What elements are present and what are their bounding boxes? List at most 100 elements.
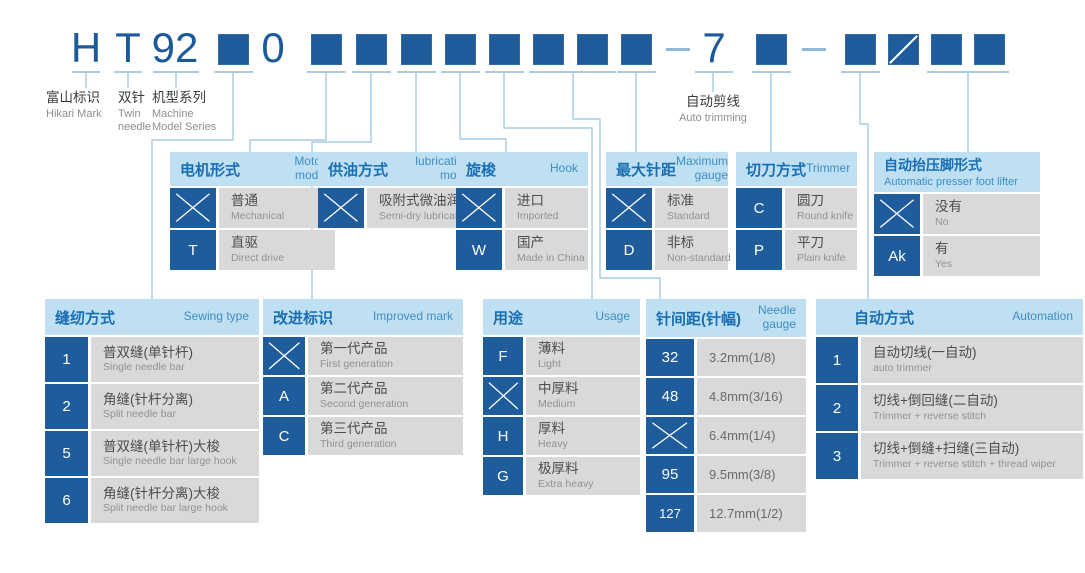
label-hikari-mark: 富山标识 Hikari Mark xyxy=(46,90,102,121)
connector-line xyxy=(503,72,593,299)
label-autotrim-en: Auto trimming xyxy=(679,112,747,125)
code-key-cell: 48 xyxy=(646,378,694,415)
code-underline-tick xyxy=(841,71,880,73)
option-label-zh: 进口 xyxy=(517,193,544,208)
option-label-zh: 第二代产品 xyxy=(320,381,388,396)
option-cell: 9.5mm(3/8) xyxy=(697,456,806,493)
option-label-en: Trimmer + reverse stitch + thread wiper xyxy=(873,457,1056,470)
option-cell: 切线+倒缝+扫缝(三自动)Trimmer + reverse stitch + … xyxy=(861,433,1083,479)
table-title-zh: 缝纫方式 xyxy=(55,309,116,327)
code-key-cell: A xyxy=(263,377,305,415)
option-label-en: Single needle bar xyxy=(103,361,185,374)
code-separator-dash xyxy=(666,48,690,51)
code-placeholder-square xyxy=(621,34,652,65)
option-label-zh: 普双缝(单针杆)大梭 xyxy=(103,438,220,454)
slash-mark-icon xyxy=(888,34,919,65)
label-autotrim-zh: 自动剪线 xyxy=(686,94,740,109)
x-mark-icon xyxy=(610,192,648,223)
connector-line xyxy=(151,72,234,299)
label-twin-needle: 双针 Twin needle xyxy=(118,90,151,135)
label-twin-en: Twin needle xyxy=(118,108,152,134)
option-label-en: Made in China xyxy=(517,251,585,264)
table-title-zh: 自动方式 xyxy=(854,309,915,327)
option-label-zh: 没有 xyxy=(935,199,962,214)
option-label-en: Second generation xyxy=(320,397,409,410)
x-mark-icon xyxy=(174,192,212,223)
option-label-zh: 切线+倒缝+扫缝(三自动) xyxy=(873,441,1020,456)
table-title-en: Improved mark xyxy=(372,309,453,324)
code-key-cell xyxy=(318,188,364,228)
table-title-en: Automation xyxy=(1012,309,1073,324)
code-placeholder-square xyxy=(533,34,564,65)
code-underline-tick xyxy=(114,71,142,73)
option-cell: 自动切线(一自动)auto trimmer xyxy=(861,337,1083,383)
table-title-zh: 用途 xyxy=(493,309,524,327)
code-underline-tick xyxy=(72,71,100,73)
option-label-en: Trimmer + reverse stitch xyxy=(873,409,987,422)
code-key-cell: T xyxy=(170,230,216,270)
label-hikari-zh: 富山标识 xyxy=(46,90,100,105)
code-key-cell xyxy=(606,188,652,228)
label-twin-zh: 双针 xyxy=(118,90,145,105)
option-label-en: Split needle bar xyxy=(103,408,176,421)
code-placeholder-square xyxy=(311,34,342,65)
table-title-en: Hook xyxy=(549,161,578,176)
option-label-zh: 自动切线(一自动) xyxy=(873,345,977,360)
option-label: 6.4mm(1/4) xyxy=(709,428,776,443)
code-placeholder-square xyxy=(845,34,876,65)
code-underline-tick xyxy=(485,71,524,73)
option-cell: 普双缝(单针杆)Single needle bar xyxy=(91,337,259,382)
table-title-zh: 改进标识 xyxy=(273,309,334,327)
table-row: 6.4mm(1/4) xyxy=(646,417,806,454)
option-label-en: Non-standard xyxy=(667,251,731,264)
option-label-zh: 薄料 xyxy=(538,341,565,356)
code-key-cell: 2 xyxy=(816,385,858,431)
table-title-zh: 切刀方式 xyxy=(746,161,807,179)
x-mark-icon xyxy=(650,421,689,450)
code-key-cell: 6 xyxy=(45,478,88,523)
connector-line xyxy=(249,72,327,152)
table-title-zh: 自动抬压脚形式 xyxy=(884,157,982,174)
table-row: 2 角缝(针杆分离)Split needle bar xyxy=(45,384,259,429)
option-label-zh: 角缝(针杆分离) xyxy=(103,391,193,407)
table-header: 自动方式 Automation xyxy=(816,299,1083,335)
table-title-en: Needle gauge xyxy=(757,303,796,331)
x-mark-icon xyxy=(487,381,520,411)
option-label-en: Plain knife xyxy=(797,251,846,264)
option-label-en: auto trimmer xyxy=(873,361,932,374)
option-label-zh: 标准 xyxy=(667,193,694,208)
code-char-0: 0 xyxy=(261,24,285,71)
code-key-cell: 2 xyxy=(45,384,88,429)
code-key-cell: 32 xyxy=(646,339,694,376)
option-label-zh: 角缝(针杆分离)大梭 xyxy=(103,485,220,501)
option-label-zh: 中厚料 xyxy=(538,381,579,396)
option-label-zh: 极厚料 xyxy=(538,461,579,476)
option-label-zh: 第三代产品 xyxy=(320,421,388,436)
